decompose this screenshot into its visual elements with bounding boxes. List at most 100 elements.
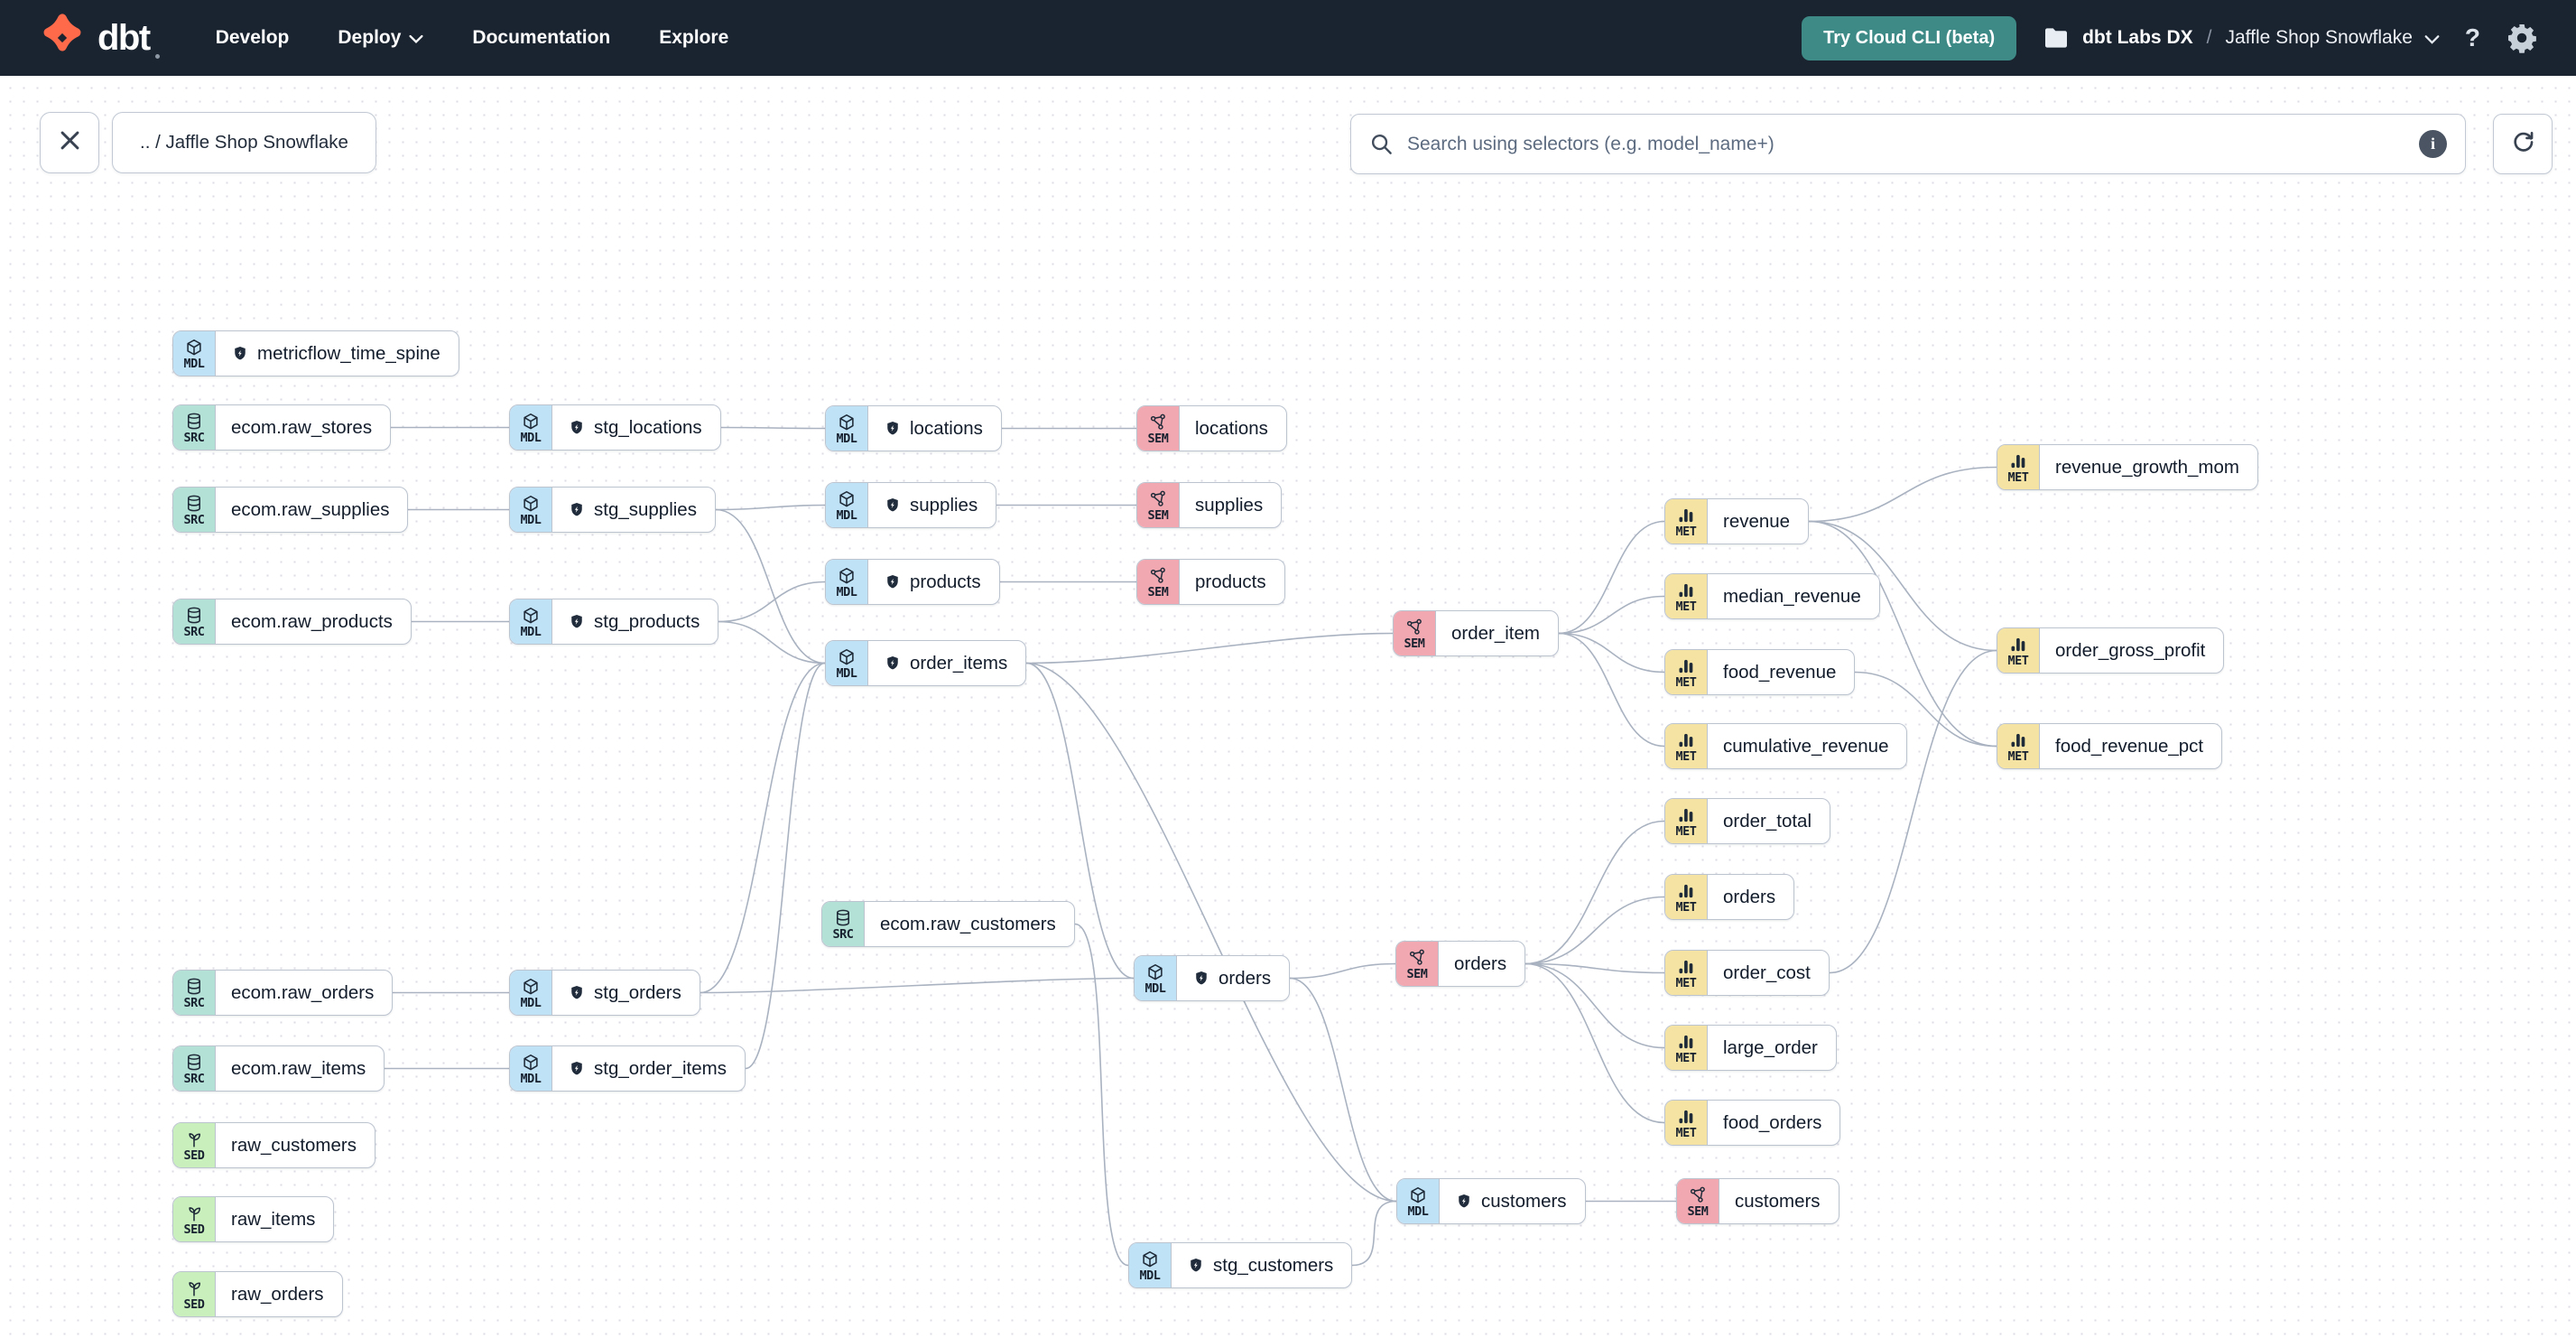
shield-icon <box>231 345 249 363</box>
close-lineage-button[interactable] <box>40 112 99 173</box>
account-project-selector[interactable]: dbt Labs DX / Jaffle Shop Snowflake <box>2042 23 2440 52</box>
node-type-label: MDL <box>836 666 857 682</box>
node-label: stg_order_items <box>594 1057 727 1079</box>
shield-icon <box>884 655 902 673</box>
search-input[interactable] <box>1407 133 2405 155</box>
refresh-button[interactable] <box>2493 114 2553 174</box>
lineage-edge-orders_sem-to-order_cost <box>1524 962 1665 974</box>
top-navbar: dbt Develop Deploy Documentation Explore… <box>0 0 2576 76</box>
metric-icon <box>1676 805 1696 825</box>
node-label: stg_products <box>594 610 700 632</box>
node-type-badge: SEM <box>1677 1179 1719 1223</box>
metric-icon <box>1676 1032 1696 1052</box>
info-icon[interactable]: i <box>2419 130 2447 158</box>
node-label: supplies <box>1195 494 1264 516</box>
node-type-badge: SEM <box>1137 560 1180 604</box>
node-type-badge: MET <box>1665 574 1708 618</box>
dbt-logo[interactable]: dbt <box>36 12 160 64</box>
shield-icon <box>568 419 586 437</box>
selector-search-bar: i <box>1350 114 2466 174</box>
node-locations_sem[interactable]: SEM locations <box>1136 405 1287 451</box>
node-type-badge: SEM <box>1137 406 1180 451</box>
node-type-label: MDL <box>1139 1268 1161 1284</box>
node-label: large_order <box>1723 1036 1818 1058</box>
node-type-badge: MDL <box>826 560 868 604</box>
lineage-edge-stg_supplies-to-order_items <box>715 508 826 664</box>
lineage-edge-stg_customers-to-customers_mdl <box>1351 1200 1397 1267</box>
shield-icon <box>568 1060 586 1078</box>
node-label: order_total <box>1723 810 1812 832</box>
node-label: locations <box>1195 417 1268 439</box>
node-type-badge: MDL <box>510 971 552 1015</box>
node-type-label: MET <box>2007 749 2029 765</box>
node-type-label: MDL <box>836 432 857 447</box>
lineage-edges-layer <box>384 426 1997 1267</box>
node-type-label: MET <box>1675 976 1697 991</box>
node-label: order_item <box>1451 622 1540 644</box>
breadcrumb[interactable]: .. / Jaffle Shop Snowflake <box>112 112 376 173</box>
node-type-badge: MET <box>1665 951 1708 995</box>
nav-item-develop[interactable]: Develop <box>215 27 290 48</box>
node-type-label: SRC <box>183 625 205 640</box>
node-label: customers <box>1481 1190 1567 1212</box>
node-label: revenue_growth_mom <box>2055 456 2239 478</box>
nav-item-documentation[interactable]: Documentation <box>472 27 611 48</box>
lineage-edge-stg_orders-to-order_items <box>700 662 826 994</box>
refresh-icon <box>2510 129 2536 160</box>
nav-item-deploy[interactable]: Deploy <box>338 27 423 49</box>
nav-item-explore[interactable]: Explore <box>659 27 729 48</box>
navbar-right: Try Cloud CLI (beta) dbt Labs DX / Jaffl… <box>1802 15 2538 60</box>
gear-icon[interactable] <box>2506 22 2538 54</box>
model-icon <box>521 606 541 626</box>
try-cloud-cli-button[interactable]: Try Cloud CLI (beta) <box>1802 15 2017 60</box>
breadcrumb-separator: / <box>2206 27 2212 48</box>
chevron-down-icon <box>409 32 423 44</box>
node-type-label: MET <box>1675 900 1697 915</box>
lineage-edge-orders_mdl-to-customers_mdl <box>1289 977 1397 1203</box>
lineage-edge-stg_products-to-order_items <box>718 620 826 664</box>
node-label: metricflow_time_spine <box>257 342 440 364</box>
help-icon[interactable]: ? <box>2464 23 2480 51</box>
shield-icon <box>884 420 902 438</box>
